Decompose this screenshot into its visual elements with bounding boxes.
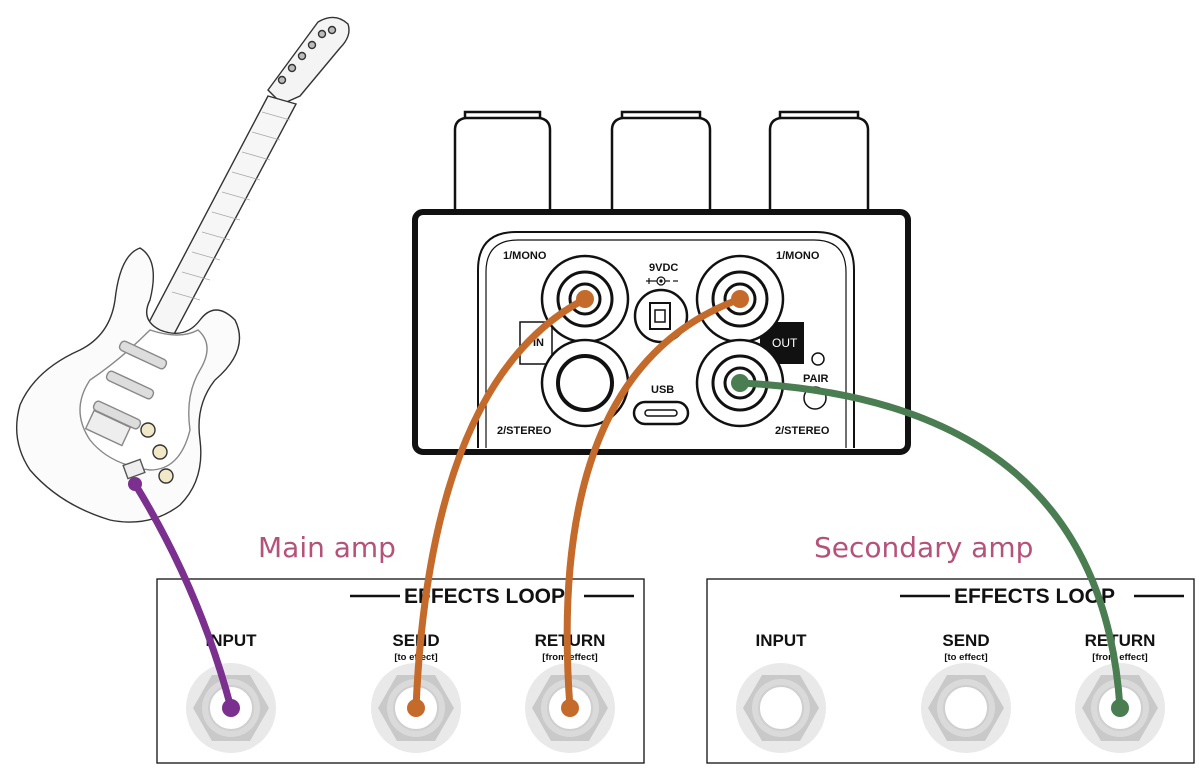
pair-label: PAIR bbox=[803, 373, 829, 385]
secondary-send-label: SEND bbox=[942, 631, 989, 650]
main-input-label: INPUT bbox=[206, 631, 258, 650]
secondary-send-jack[interactable] bbox=[921, 663, 1011, 753]
secondary-input-jack[interactable] bbox=[736, 663, 826, 753]
plug-pedal-output-2 bbox=[731, 374, 749, 392]
pedal-knob-right[interactable] bbox=[768, 110, 870, 214]
plug-main-input bbox=[222, 699, 240, 717]
secondary-send-sublabel: [to effect] bbox=[944, 652, 987, 663]
pedal-in-label: IN bbox=[533, 337, 544, 349]
plug-main-send bbox=[407, 699, 425, 717]
cable-main-send-to-pedal-input bbox=[412, 295, 589, 712]
electric-guitar bbox=[15, 16, 350, 523]
plug-main-return bbox=[561, 699, 579, 717]
secondary-return-label: RETURN bbox=[1085, 631, 1156, 650]
plug-pedal-output bbox=[731, 290, 749, 308]
secondary-amp-panel: EFFECTS LOOP INPUT SEND [to effect] RETU… bbox=[706, 578, 1195, 764]
plug-guitar-end bbox=[128, 477, 142, 491]
cable-pedal-output-to-main-return bbox=[563, 295, 744, 712]
pedal: IN OUT 9VDC bbox=[412, 110, 911, 455]
secondary-return-sublabel: [from effect] bbox=[1092, 652, 1147, 663]
pedal-right-top-label: 1/MONO bbox=[776, 250, 820, 262]
secondary-input-label: INPUT bbox=[756, 631, 808, 650]
plug-secondary-return bbox=[1111, 699, 1129, 717]
pedal-knob-middle[interactable] bbox=[610, 110, 712, 214]
cable-guitar-to-main-input bbox=[131, 480, 235, 712]
pedal-knob-left[interactable] bbox=[453, 110, 552, 214]
main-effects-loop-label: EFFECTS LOOP bbox=[404, 585, 565, 608]
power-label: 9VDC bbox=[649, 262, 678, 274]
cable-pedal-output2-to-secondary-return bbox=[736, 379, 1124, 712]
usb-label: USB bbox=[651, 384, 674, 396]
main-amp-title: Main amp bbox=[258, 531, 396, 564]
secondary-amp-title: Secondary amp bbox=[814, 531, 1033, 564]
pedal-left-top-label: 1/MONO bbox=[503, 250, 547, 262]
pedal-input-jack-2[interactable] bbox=[540, 338, 630, 428]
pair-led-icon bbox=[811, 352, 825, 366]
pedal-jack-panel bbox=[477, 231, 855, 448]
secondary-effects-loop-label: EFFECTS LOOP bbox=[954, 585, 1115, 608]
power-jack[interactable] bbox=[633, 288, 689, 344]
pedal-left-bottom-label: 2/STEREO bbox=[497, 425, 552, 437]
pedal-right-bottom-label: 2/STEREO bbox=[775, 425, 830, 437]
plug-pedal-input bbox=[576, 290, 594, 308]
pedal-out-label: OUT bbox=[772, 336, 798, 350]
polarity-icon bbox=[646, 276, 678, 286]
main-send-label: SEND bbox=[392, 631, 439, 650]
